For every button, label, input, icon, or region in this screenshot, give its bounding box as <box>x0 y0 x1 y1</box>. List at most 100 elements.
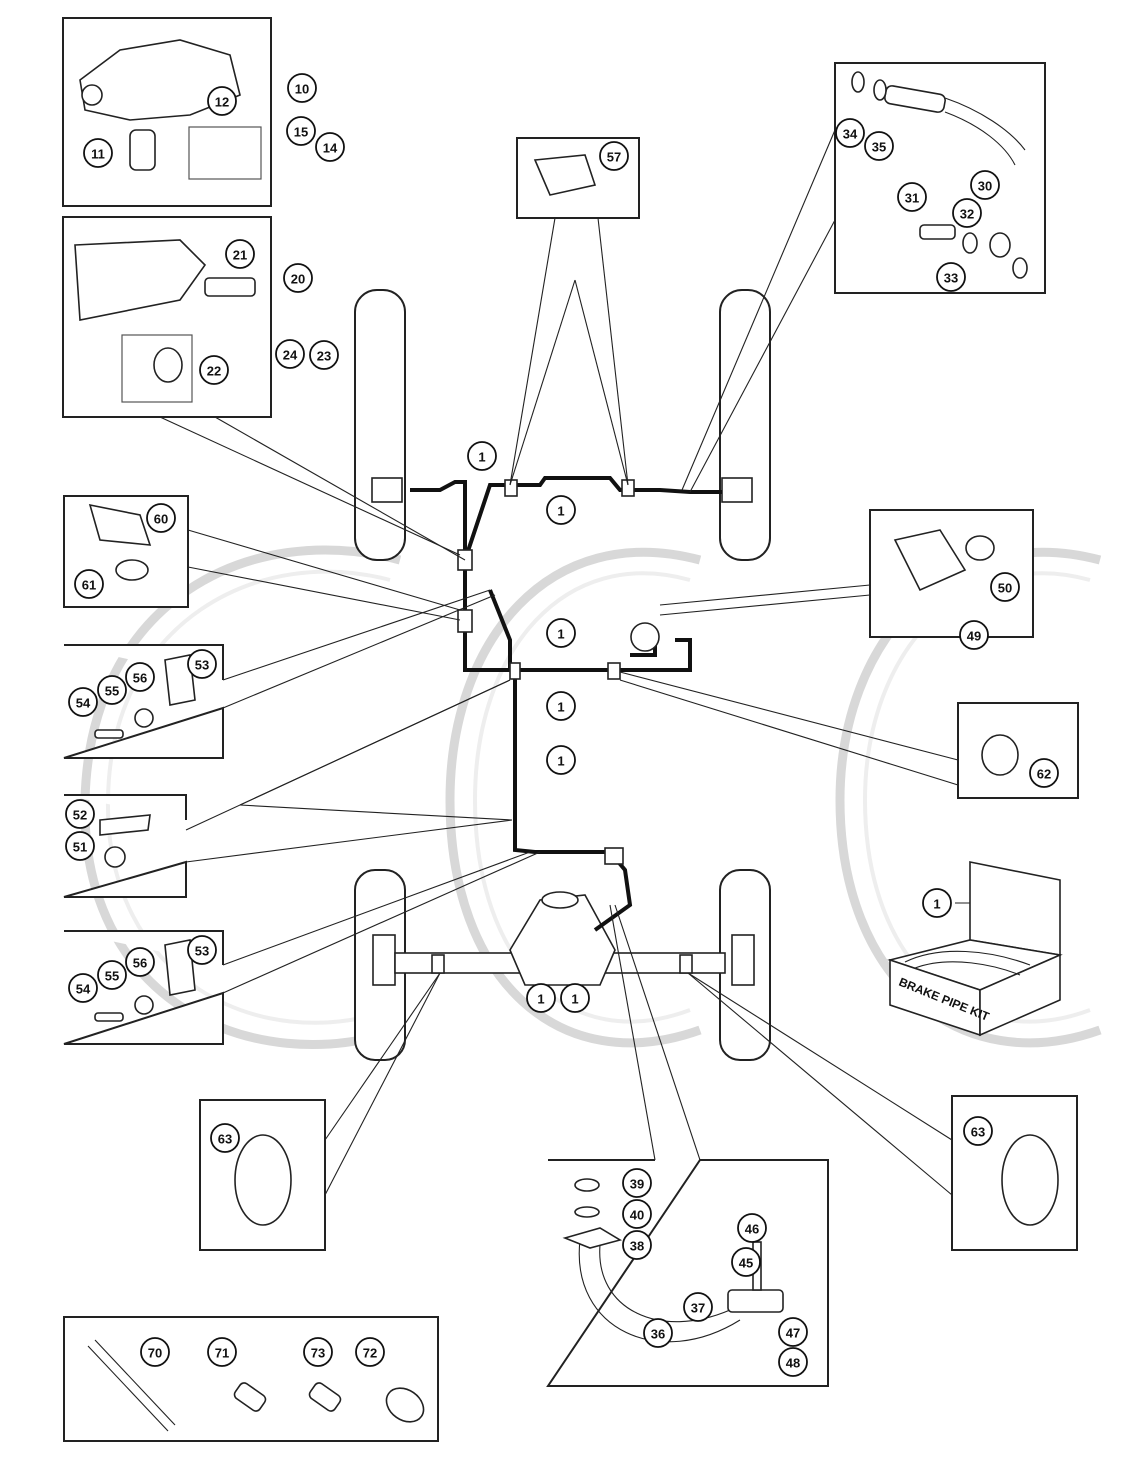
callout-49: 49 <box>959 620 989 650</box>
callout-1: 1 <box>922 888 952 918</box>
callout-number: 57 <box>607 150 621 165</box>
callout-circle <box>83 138 113 168</box>
callout-number: 38 <box>630 1239 644 1254</box>
callout-circle <box>936 262 966 292</box>
callout-number: 1 <box>537 992 544 1007</box>
callout-circle <box>546 745 576 775</box>
callout-1: 1 <box>546 691 576 721</box>
callout-number: 54 <box>76 982 91 997</box>
callout-56: 56 <box>125 662 155 692</box>
callout-61: 61 <box>74 569 104 599</box>
callout-circle <box>643 1318 673 1348</box>
callout-14: 14 <box>315 132 345 162</box>
callout-circle <box>309 340 339 370</box>
callout-circle <box>199 355 229 385</box>
callout-39: 39 <box>622 1168 652 1198</box>
rear-right-wheel <box>719 869 771 1061</box>
callout-circle <box>65 831 95 861</box>
callout-number: 10 <box>295 82 309 97</box>
callout-number: 70 <box>148 1346 162 1361</box>
callout-52: 52 <box>65 799 95 829</box>
callout-number: 63 <box>218 1132 232 1147</box>
callout-number: 51 <box>73 840 87 855</box>
callout-number: 72 <box>363 1346 377 1361</box>
callout-1: 1 <box>467 441 497 471</box>
callout-40: 40 <box>622 1199 652 1229</box>
callout-circle <box>546 618 576 648</box>
callout-circle <box>74 569 104 599</box>
callout-circle <box>210 1123 240 1153</box>
callout-37: 37 <box>683 1292 713 1322</box>
front-right-wheel <box>719 289 771 561</box>
callout-54: 54 <box>68 687 98 717</box>
callout-number: 60 <box>154 512 168 527</box>
callout-number: 1 <box>571 992 578 1007</box>
callout-circle <box>599 141 629 171</box>
callout-number: 21 <box>233 248 247 263</box>
callout-46: 46 <box>737 1213 767 1243</box>
callout-72: 72 <box>355 1337 385 1367</box>
callout-circle <box>778 1317 808 1347</box>
callout-number: 12 <box>215 95 229 110</box>
callout-number: 63 <box>971 1125 985 1140</box>
callout-1: 1 <box>546 745 576 775</box>
callout-circle <box>952 198 982 228</box>
callout-circle <box>922 888 952 918</box>
callout-circle <box>283 263 313 293</box>
callout-number: 35 <box>872 140 886 155</box>
subpanel-22 <box>121 334 193 403</box>
callout-1: 1 <box>560 983 590 1013</box>
callout-circle <box>187 935 217 965</box>
callout-circle <box>622 1230 652 1260</box>
callout-number: 39 <box>630 1177 644 1192</box>
callout-number: 32 <box>960 207 974 222</box>
callout-56: 56 <box>125 947 155 977</box>
callout-71: 71 <box>207 1337 237 1367</box>
callout-circle <box>68 687 98 717</box>
callout-number: 37 <box>691 1301 705 1316</box>
callout-70: 70 <box>140 1337 170 1367</box>
callout-number: 52 <box>73 808 87 823</box>
callout-30: 30 <box>970 170 1000 200</box>
callout-53: 53 <box>187 935 217 965</box>
callout-53: 53 <box>187 649 217 679</box>
callout-47: 47 <box>778 1317 808 1347</box>
panel-53-upper <box>63 644 224 759</box>
callout-22: 22 <box>199 355 229 385</box>
callout-circle <box>731 1247 761 1277</box>
panel-53-lower <box>63 930 224 1045</box>
callout-33: 33 <box>936 262 966 292</box>
callout-number: 55 <box>105 969 119 984</box>
callout-73: 73 <box>303 1337 333 1367</box>
callout-circle <box>835 118 865 148</box>
callout-number: 56 <box>133 671 147 686</box>
callout-60: 60 <box>146 503 176 533</box>
callout-circle <box>864 131 894 161</box>
callout-number: 14 <box>323 141 338 156</box>
callout-1: 1 <box>546 618 576 648</box>
callout-number: 48 <box>786 1356 800 1371</box>
callout-50: 50 <box>990 572 1020 602</box>
callout-circle <box>187 649 217 679</box>
callout-number: 61 <box>82 578 96 593</box>
callout-57: 57 <box>599 141 629 171</box>
callout-number: 54 <box>76 696 91 711</box>
callout-circle <box>97 675 127 705</box>
callout-number: 53 <box>195 944 209 959</box>
callout-35: 35 <box>864 131 894 161</box>
callout-number: 1 <box>557 754 564 769</box>
callout-number: 1 <box>933 897 940 912</box>
callout-54: 54 <box>68 973 98 1003</box>
callout-circle <box>970 170 1000 200</box>
callout-circle <box>467 441 497 471</box>
callout-21: 21 <box>225 239 255 269</box>
callout-circle <box>1029 758 1059 788</box>
callout-36: 36 <box>643 1318 673 1348</box>
callout-circle <box>963 1116 993 1146</box>
callout-32: 32 <box>952 198 982 228</box>
callout-24: 24 <box>275 339 305 369</box>
callout-20: 20 <box>283 263 313 293</box>
callout-circle <box>546 691 576 721</box>
callout-circle <box>303 1337 333 1367</box>
